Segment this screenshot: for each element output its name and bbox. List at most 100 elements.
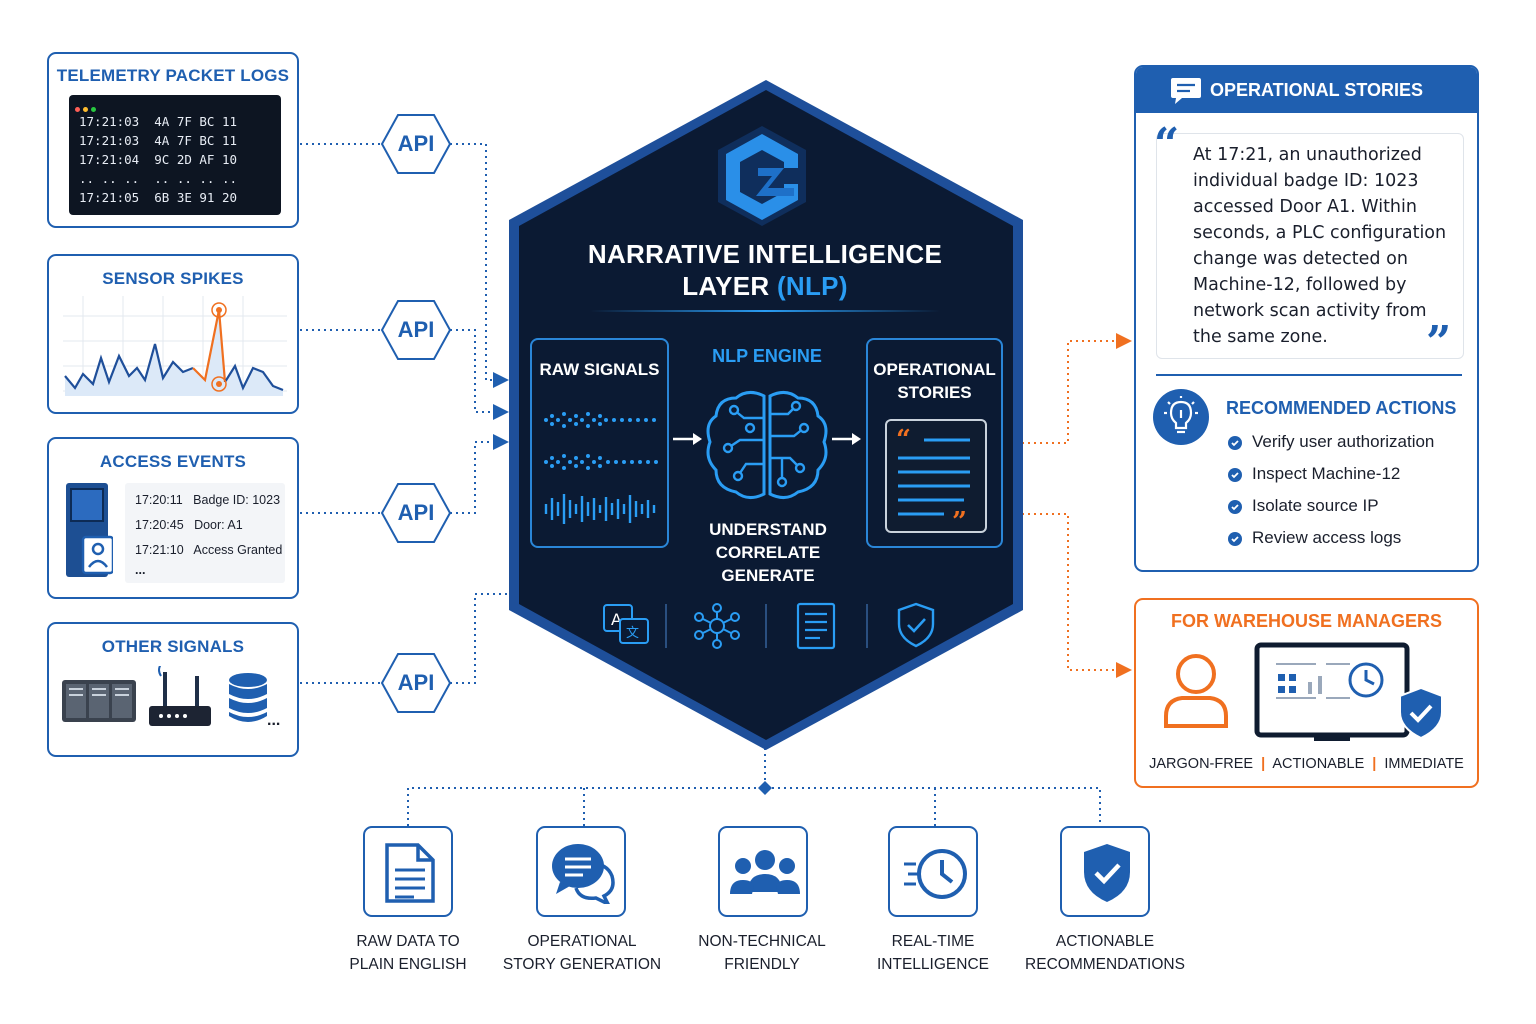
feature-line1: ACTIONABLE xyxy=(1055,933,1155,950)
check-icon xyxy=(1228,468,1242,482)
sensor-title: SENSOR SPIKES xyxy=(102,269,244,288)
feature-tile-story-generation xyxy=(536,826,626,917)
action-item: Isolate source IP xyxy=(1252,496,1379,515)
document-icon xyxy=(385,843,435,903)
close-quote-icon: ” xyxy=(1426,317,1452,368)
raw-signals-label: RAW SIGNALS xyxy=(539,360,660,379)
log-line: 17:21:03 4A 7F BC 11 xyxy=(79,133,238,148)
more-signals-ellipsis: ... xyxy=(267,712,281,729)
operational-stories-box: OPERATIONAL STORIES “ ” xyxy=(866,338,1003,548)
core-title-layer: LAYER xyxy=(682,271,770,301)
nlp-engine-label: NLP ENGINE xyxy=(712,346,822,366)
feature-line1: OPERATIONAL xyxy=(527,933,637,950)
lightbulb-icon xyxy=(1153,389,1209,445)
document-icon xyxy=(796,602,836,650)
clock-icon xyxy=(904,849,967,899)
raw-signals-box: RAW SIGNALS xyxy=(530,338,669,548)
telemetry-title: TELEMETRY PACKET LOGS xyxy=(56,66,290,85)
network-icon xyxy=(694,603,740,649)
users-icon xyxy=(730,850,800,894)
terminal-window: 17:21:03 4A 7F BC 11 17:21:03 4A 7F BC 1… xyxy=(69,95,281,215)
core-title-line2: LAYER (NLP) xyxy=(530,271,1000,302)
log-line: 17:21:03 4A 7F BC 11 xyxy=(79,114,238,129)
story-document-icon: “ ” xyxy=(885,419,987,534)
access-title: ACCESS EVENTS xyxy=(99,452,247,471)
feature-tile-recommendations xyxy=(1060,826,1150,917)
trait-immediate: IMMEDIATE xyxy=(1384,756,1464,772)
managers-title: FOR WAREHOUSE MANAGERS xyxy=(1170,611,1442,631)
server-rack-icon xyxy=(62,680,136,722)
shield-check-icon xyxy=(1084,844,1130,902)
svg-text:”: ” xyxy=(952,507,967,534)
database-icon xyxy=(229,673,267,722)
feature-line2: PLAIN ENGLISH xyxy=(349,956,467,973)
svg-text:文: 文 xyxy=(626,626,639,641)
spike-chart-icon xyxy=(63,296,287,396)
arrow-right-icon xyxy=(832,433,861,445)
trait-separator: | xyxy=(1372,756,1377,772)
api-connector: API xyxy=(380,113,452,175)
panel-divider xyxy=(1156,374,1462,376)
shield-check-icon xyxy=(1399,686,1443,740)
feature-label-story-generation: OPERATIONAL STORY GENERATION xyxy=(482,930,682,976)
api-label: API xyxy=(397,317,435,342)
actions-title: RECOMMENDED ACTIONS xyxy=(1226,398,1457,418)
step-generate: GENERATE xyxy=(721,566,815,585)
feature-line2: RECOMMENDATIONS xyxy=(1025,956,1185,973)
feature-line2: STORY GENERATION xyxy=(502,956,662,973)
translate-icon: A 文 xyxy=(603,604,649,644)
telemetry-panel: TELEMETRY PACKET LOGS 17:21:03 4A 7F BC … xyxy=(47,52,299,228)
door-badge-icon xyxy=(66,483,113,577)
router-icon xyxy=(149,666,211,726)
icon-divider xyxy=(665,604,667,648)
event-line: 17:20:45 Door: A1 xyxy=(135,518,243,532)
check-icon xyxy=(1228,436,1242,450)
log-line: .. .. .. .. .. .. .. xyxy=(79,171,238,186)
feature-tile-non-technical xyxy=(718,826,808,917)
manager-traits: JARGON-FREE | ACTIONABLE | IMMEDIATE xyxy=(1136,756,1477,772)
feature-label-recommendations: ACTIONABLE RECOMMENDATIONS xyxy=(1005,930,1205,976)
api-label: API xyxy=(397,500,435,525)
svg-text:“: “ xyxy=(896,425,911,455)
feature-line1: RAW DATA TO xyxy=(356,933,460,950)
event-line: 17:20:11 Badge ID: 1023 xyxy=(135,493,281,507)
feature-label-real-time: REAL-TIME INTELLIGENCE xyxy=(833,930,1033,976)
shield-icon xyxy=(897,602,935,648)
core-title-highlight: (NLP) xyxy=(776,271,848,301)
other-signals-title: OTHER SIGNALS xyxy=(101,637,245,656)
icon-divider xyxy=(765,604,767,648)
svg-text:A: A xyxy=(611,610,622,629)
stories-panel-title: OPERATIONAL STORIES xyxy=(1210,80,1424,100)
core-steps: UNDERSTAND CORRELATE GENERATE xyxy=(690,518,846,587)
monitor-dashboard-icon xyxy=(1254,642,1410,741)
event-line: ... xyxy=(135,563,146,577)
trait-separator: | xyxy=(1261,756,1266,772)
stories-label-line2: STORIES xyxy=(897,383,972,402)
story-card xyxy=(1156,133,1464,359)
feature-line1: REAL-TIME xyxy=(891,933,975,950)
feature-line1: NON-TECHNICAL xyxy=(698,933,826,950)
feature-label-non-technical: NON-TECHNICAL FRIENDLY xyxy=(662,930,862,976)
check-icon xyxy=(1228,500,1242,514)
api-connector: API xyxy=(380,482,452,544)
feature-line2: INTELLIGENCE xyxy=(877,956,989,973)
sensor-panel: SENSOR SPIKES xyxy=(47,254,299,414)
core-title-line1: NARRATIVE INTELLIGENCE xyxy=(587,239,943,269)
action-item: Review access logs xyxy=(1252,528,1402,547)
open-quote-icon: “ xyxy=(1154,119,1180,170)
check-icon xyxy=(1228,532,1242,546)
operational-stories-panel: OPERATIONAL STORIES “ At 17:21, an unaut… xyxy=(1134,65,1479,572)
feature-tile-real-time xyxy=(888,826,978,917)
log-line: 17:21:04 9C 2D AF 10 xyxy=(79,152,238,167)
api-connector: API xyxy=(380,299,452,361)
feature-label-raw-data: RAW DATA TO PLAIN ENGLISH xyxy=(308,930,508,976)
action-item: Inspect Machine-12 xyxy=(1252,464,1401,483)
window-dots-icon xyxy=(75,99,99,117)
story-text: At 17:21, an unauthorized individual bad… xyxy=(1193,145,1447,347)
stories-label-line1: OPERATIONAL xyxy=(873,360,996,379)
event-line: 17:21:10 Access Granted xyxy=(135,543,283,557)
signal-waves-icon xyxy=(544,412,658,524)
api-label: API xyxy=(397,131,435,156)
trait-actionable: ACTIONABLE xyxy=(1272,756,1365,772)
